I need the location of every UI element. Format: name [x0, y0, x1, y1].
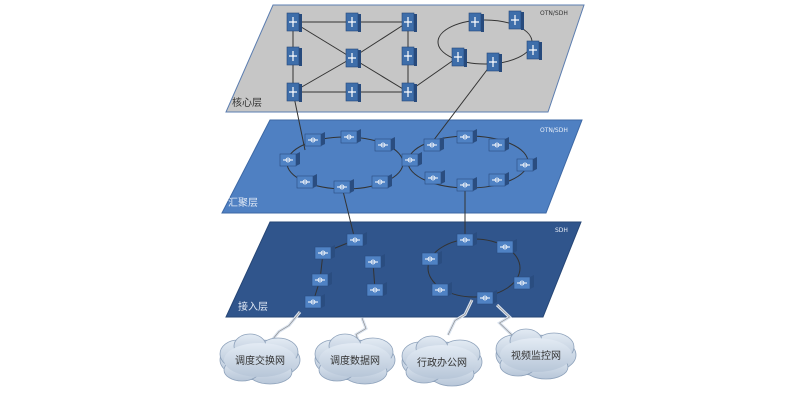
core-router-icon: [401, 12, 417, 32]
aggregation-layer-tech: OTN/SDH: [540, 127, 568, 134]
access-mux-icon: [314, 245, 335, 260]
cloud-label: 视频监控网: [511, 349, 561, 362]
mesh-link: [351, 57, 409, 93]
access-mux-icon: [431, 282, 452, 297]
core-router-icon: [486, 52, 502, 72]
access-mux-icon: [346, 232, 367, 247]
aggregation-switch-icon: [424, 170, 445, 185]
core-router-icon: [345, 48, 361, 68]
cloud-network: 调度交换网: [219, 333, 301, 385]
access-layer-plane: [225, 221, 582, 318]
access-mux-icon: [456, 232, 477, 247]
access-mux-icon: [304, 294, 325, 309]
core-router-icon: [286, 12, 302, 32]
inter-layer-link: [429, 61, 494, 146]
inter-layer-link: [341, 186, 356, 241]
aggregation-layer-label: 汇聚层: [228, 196, 258, 209]
aggregation-switch-icon: [456, 129, 477, 144]
aggregation-switch-icon: [296, 174, 317, 189]
inter-layer-link: [292, 91, 306, 151]
core-router-icon: [286, 82, 302, 102]
core-router-icon: [508, 10, 524, 30]
access-mux-icon: [476, 290, 497, 305]
aggregation-switch-icon: [456, 177, 477, 192]
aggregation-switch-icon: [374, 137, 395, 152]
cloud-network: 视频监控网: [495, 328, 577, 380]
core-router-icon: [401, 46, 417, 66]
aggregation-switch-icon: [340, 129, 361, 144]
aggregation-switch-icon: [401, 152, 422, 167]
aggregation-switch-icon: [423, 137, 444, 152]
mesh-link: [292, 57, 353, 93]
aggregation-switch-icon: [488, 172, 509, 187]
mesh-link: [292, 21, 353, 59]
core-layer-tech: OTN/SDH: [540, 10, 568, 17]
core-router-icon: [526, 40, 542, 60]
aggregation-switch-icon: [279, 152, 300, 167]
access-mux-icon: [496, 239, 517, 254]
aggregation-switch-icon: [371, 174, 392, 189]
core-layer-label: 核心层: [232, 96, 262, 109]
cloud-network: 调度数据网: [314, 333, 396, 385]
mesh-link: [351, 21, 409, 59]
access-mux-icon: [513, 275, 534, 290]
cloud-network: 行政办公网: [401, 335, 483, 387]
core-router-icon: [286, 46, 302, 66]
cloud-label: 调度交换网: [235, 354, 285, 367]
access-mux-icon: [421, 251, 442, 266]
core-router-icon: [468, 12, 484, 32]
access-mux-icon: [366, 282, 387, 297]
aggregation-switch-icon: [488, 137, 509, 152]
core-router-icon: [451, 47, 467, 67]
aggregation-switch-icon: [516, 157, 537, 172]
core-router-icon: [345, 82, 361, 102]
core-router-icon: [345, 12, 361, 32]
core-router-icon: [401, 82, 417, 102]
access-layer-tech: SDH: [555, 227, 568, 234]
cloud-label: 调度数据网: [330, 354, 380, 367]
access-layer-label: 接入层: [238, 300, 268, 313]
aggregation-switch-icon: [304, 132, 325, 147]
aggregation-switch-icon: [333, 179, 354, 194]
cloud-label: 行政办公网: [417, 356, 467, 369]
access-mux-icon: [311, 272, 332, 287]
access-mux-icon: [364, 254, 385, 269]
